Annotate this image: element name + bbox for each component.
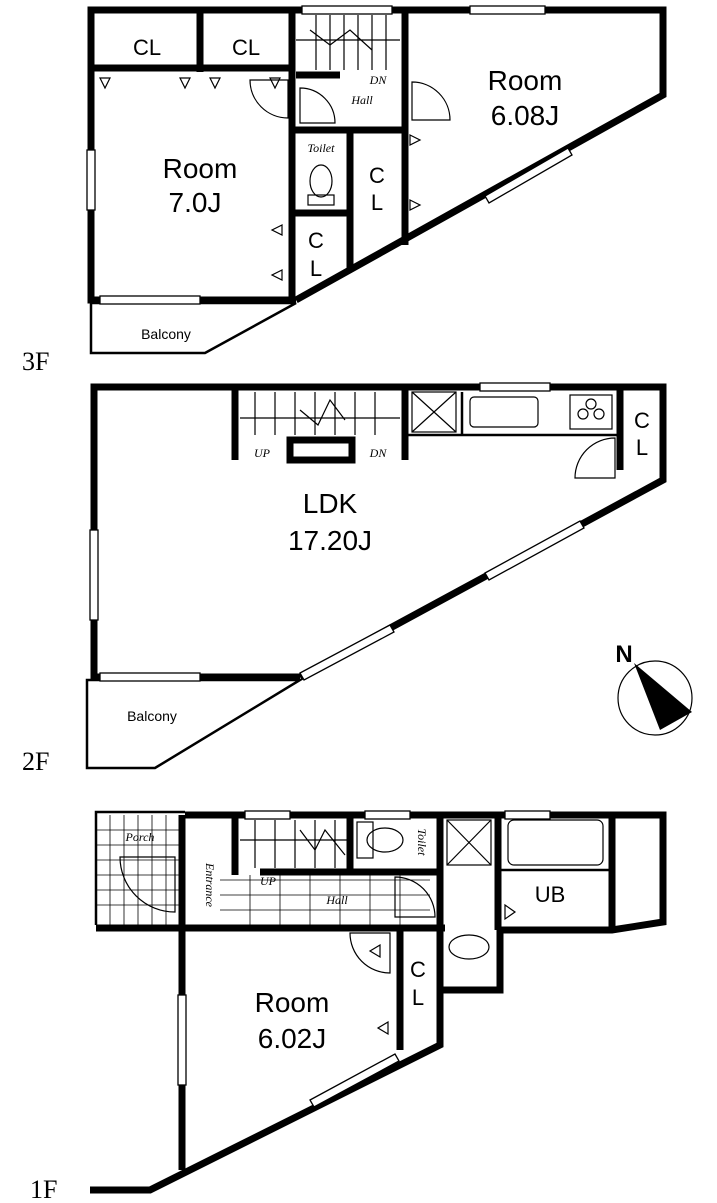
up-label-2f: UP [254, 446, 271, 460]
window-2f-diag-2 [299, 624, 395, 681]
hall-label-3f: Hall [350, 93, 373, 107]
dn-label-2f: DN [369, 446, 388, 460]
window-1f-diag [309, 1053, 400, 1108]
stairs-3f [296, 15, 400, 70]
door-1f-hall [394, 876, 436, 918]
door-3f-room-a [249, 79, 289, 119]
compass-north-label: N [615, 641, 632, 668]
window-3f-balcony [99, 295, 201, 305]
floor-2f: LDK 17.20J UP DN C L Balcony 2F [22, 382, 667, 776]
door-1f-entrance [119, 856, 176, 913]
room-b-size-3f: 6.08J [491, 100, 560, 131]
toilet-bowl-3f [309, 164, 333, 198]
room-a-size-3f: 7.0J [169, 187, 222, 218]
ldk-name-2f: LDK [303, 488, 358, 519]
basin-1f [448, 934, 490, 960]
closet-3-c-3f: C [369, 163, 385, 188]
outer-wall-1f [90, 811, 667, 1194]
closet-c-1f: C [410, 957, 426, 982]
toilet-label-1f: Toilet [415, 829, 429, 857]
stove-2f [569, 394, 613, 430]
balcony-3f [89, 301, 297, 355]
room-name-1f: Room [255, 987, 330, 1018]
window-3f-stair [301, 5, 393, 15]
bathtub-1f [507, 819, 604, 866]
room-a-name-3f: Room [163, 153, 238, 184]
closet-l-1f: L [412, 985, 424, 1010]
closet-3-l-3f: L [371, 190, 383, 215]
toilet-label-3f: Toilet [308, 141, 336, 155]
toilet-tank-3f [307, 194, 335, 206]
floor-label-1f: 1F [30, 1175, 57, 1203]
stairs-1f [240, 820, 348, 868]
stair-well-2f [286, 436, 356, 464]
closet-4-l-3f: L [310, 256, 322, 281]
window-1f-stair [244, 810, 291, 820]
porch-tiles-1f [96, 815, 180, 925]
window-1f-room-left [177, 994, 187, 1086]
closet-l-2f: L [636, 435, 648, 460]
toilet-bowl-1f [366, 827, 404, 853]
balcony-label-2f: Balcony [127, 708, 177, 724]
balcony-2f [85, 678, 305, 770]
floor-label-2f: 2F [22, 747, 49, 776]
hinge-1f-cl [376, 1020, 389, 1036]
compass: N [615, 641, 693, 736]
window-1f-toilet [364, 810, 411, 820]
hinge-1f-cl-top [368, 943, 381, 959]
closet-1-3f: CL [133, 35, 161, 60]
dn-label-3f: DN [369, 73, 388, 87]
compass-circle [617, 660, 693, 736]
window-2f-top [479, 382, 551, 392]
window-2f-balcony [99, 672, 201, 682]
window-2f-diag-1 [484, 520, 585, 581]
fridge-2f [411, 391, 457, 433]
hinge-1f-ub [504, 903, 517, 921]
window-2f-left [89, 529, 99, 621]
room-size-1f: 6.02J [258, 1023, 327, 1054]
door-3f-hall [299, 87, 336, 124]
closet-4-c-3f: C [308, 228, 324, 253]
up-label-1f: UP [260, 874, 277, 888]
washer-1f [446, 819, 492, 866]
ldk-size-2f: 17.20J [288, 525, 372, 556]
door-3f-room-b [411, 81, 451, 121]
toilet-tank-1f [356, 821, 374, 859]
ub-label-1f: UB [535, 882, 566, 907]
porch-label-1f: Porch [125, 830, 155, 844]
floor-3f: Room 7.0J Room 6.08J CL CL C L C L Toile… [22, 5, 667, 376]
floor-1f: Room 6.02J Porch Entrance UP Hall Toilet… [30, 810, 667, 1203]
entrance-label-1f: Entrance [203, 862, 217, 908]
window-3f-room-a-left [86, 149, 96, 211]
stairs-2f [240, 392, 400, 435]
porch-outline-1f [94, 810, 185, 925]
window-3f-diagonal [484, 147, 573, 204]
window-3f-room-b-top [469, 5, 546, 15]
door-2f-cl [574, 437, 616, 479]
closet-c-2f: C [634, 408, 650, 433]
closet-3f-doors [99, 77, 422, 281]
floor-label-3f: 3F [22, 347, 49, 376]
hall-label-1f: Hall [325, 893, 348, 907]
door-1f-room [349, 932, 391, 974]
room-b-name-3f: Room [488, 65, 563, 96]
closet-2-3f: CL [232, 35, 260, 60]
compass-needle [634, 663, 692, 730]
balcony-label-3f: Balcony [141, 326, 191, 342]
sink-2f [469, 396, 539, 428]
window-1f-ub [504, 810, 551, 820]
